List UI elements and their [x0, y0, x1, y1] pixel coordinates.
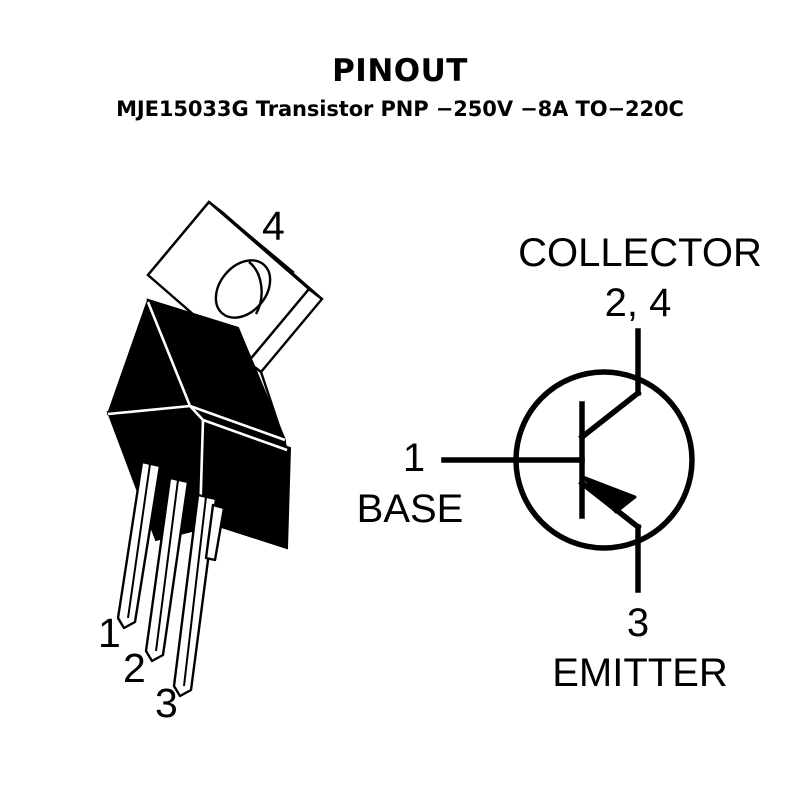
tab-right-edge: [246, 287, 324, 374]
package-pin-label-2: 2: [123, 645, 146, 691]
lead-3: [172, 493, 218, 698]
symbol-envelope-circle: [513, 369, 695, 551]
package-pin-label-1: 1: [98, 610, 121, 656]
body-right-face: [198, 418, 292, 550]
body-edge-top-right: [189, 404, 286, 442]
lead-1-crease: [127, 463, 151, 619]
package-plastic-body: [106, 298, 292, 550]
symbol-pnp-emitter-arrow: [581, 475, 637, 514]
diagram-header: PINOUT MJE15033G Transistor PNP −250V −8…: [0, 52, 800, 124]
lead-center-stub: [204, 503, 226, 562]
tab-lower-edge: [245, 358, 289, 451]
package-pin-label-3: 3: [155, 680, 178, 726]
collector-label: COLLECTOR: [518, 231, 762, 275]
lead-2-crease: [155, 479, 179, 652]
package-metal-tab: [146, 200, 324, 451]
collector-pin-label: 2, 4: [604, 281, 672, 325]
tab-plate: [146, 200, 311, 364]
page-subtitle: MJE15033G Transistor PNP −250V −8A TO−22…: [116, 97, 684, 121]
lead-1: [116, 460, 162, 630]
package-pin-label-4: 4: [262, 203, 285, 249]
symbol-collector-slant: [578, 389, 642, 441]
lead-2: [144, 476, 190, 663]
body-left-face: [106, 404, 238, 542]
page-title: PINOUT: [332, 53, 468, 89]
base-pin-label: 1: [402, 436, 426, 480]
lead-3-crease: [183, 496, 207, 687]
base-label: BASE: [356, 487, 464, 531]
body-edge-top-left: [107, 301, 192, 416]
emitter-label: EMITTER: [552, 651, 728, 695]
emitter-pin-label: 3: [626, 601, 650, 645]
body-edge-corner: [189, 405, 204, 421]
mounting-hole-outer: [214, 259, 272, 319]
body-edge-front-right: [198, 418, 288, 521]
mounting-hole-bore: [248, 261, 263, 315]
body-solid: [106, 298, 289, 550]
body-top-face: [146, 298, 284, 439]
symbol-emitter-slant: [578, 479, 642, 531]
